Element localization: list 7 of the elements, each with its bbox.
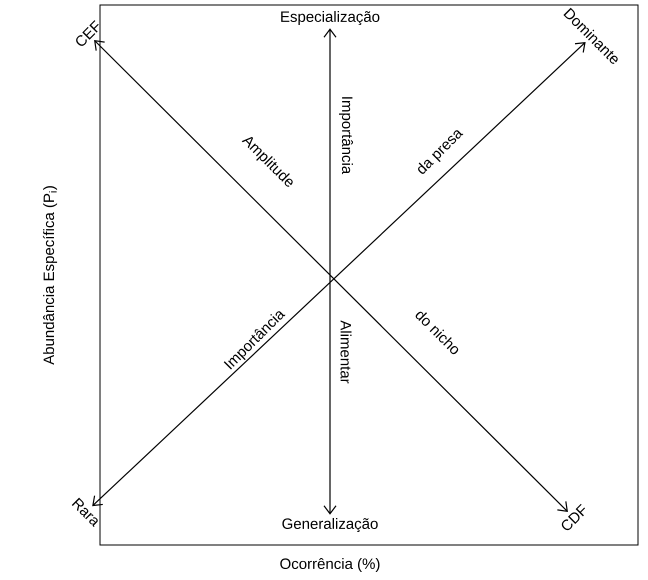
axis-label: Abundância Específica (P$_{i}$) — [42, 186, 58, 365]
label: Alimentar — [340, 320, 352, 384]
label: Importância — [339, 97, 354, 174]
end-label: Generalização — [282, 518, 378, 532]
end-label: Especialização — [281, 10, 380, 26]
axis-label: Ocorrência (%) — [280, 558, 380, 572]
double-arrow — [324, 28, 336, 515]
